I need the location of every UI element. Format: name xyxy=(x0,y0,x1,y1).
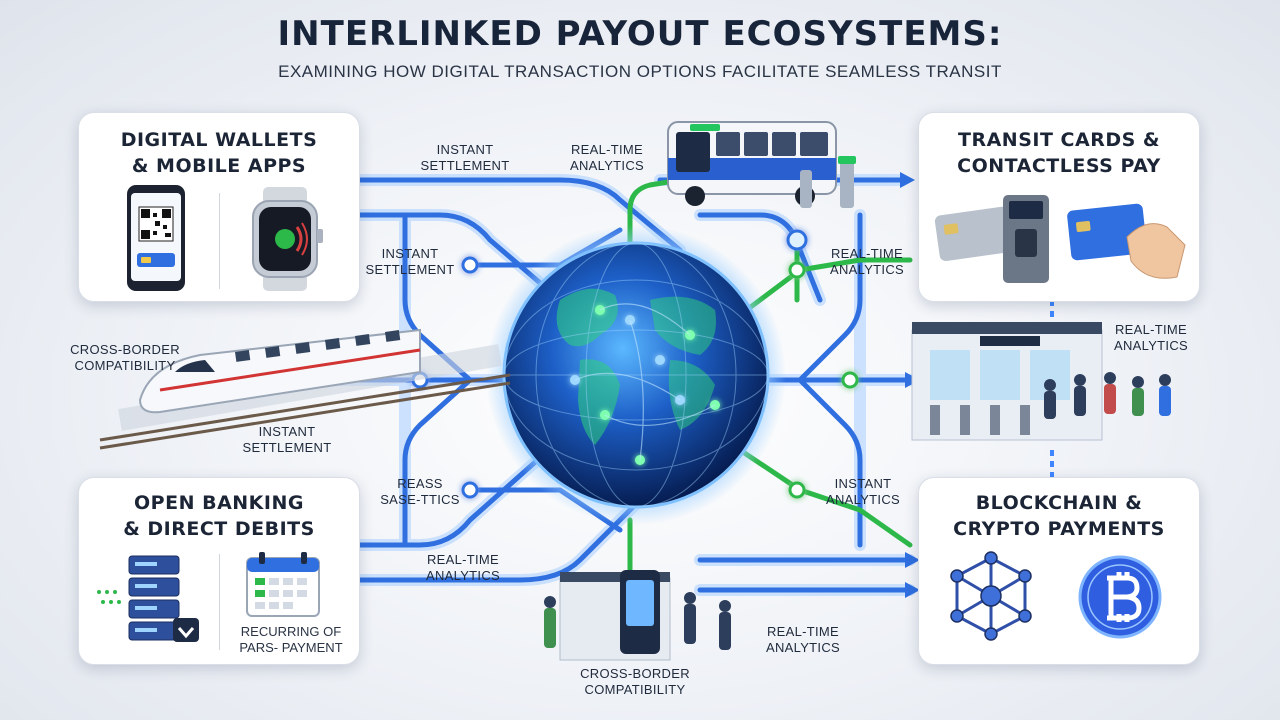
label-instant-settlement-mid: INSTANT SETTLEMENT xyxy=(345,246,475,278)
card-blockchain[interactable]: BLOCKCHAIN & CRYPTO PAYMENTS xyxy=(918,477,1200,665)
label-line: REAL-TIME xyxy=(426,552,500,567)
label-line: INSTANT xyxy=(258,424,316,439)
card-blockchain-title-2: CRYPTO PAYMENTS xyxy=(953,518,1165,540)
label-line: COMPATIBILITY xyxy=(74,358,176,373)
bus-illustration xyxy=(667,121,856,208)
label-line: REASS xyxy=(397,476,443,491)
label-realtime-lower-right: REAL-TIME ANALYTICS xyxy=(748,624,858,656)
blockchain-network-icon xyxy=(950,551,1032,641)
green-line-lower-right xyxy=(737,447,913,548)
contactless-card-hand-icon xyxy=(1067,203,1186,279)
line-right-vertical xyxy=(797,212,863,548)
label-realtime-lower-left: REAL-TIME ANALYTICS xyxy=(408,552,518,584)
label-line: ANALYTICS xyxy=(826,492,900,507)
server-stack-icon xyxy=(97,555,199,642)
card-open-banking-title-1: OPEN BANKING xyxy=(134,492,304,514)
label-line: INSTANT xyxy=(381,246,439,261)
label-instant-analytics: INSTANT ANALYTICS xyxy=(808,476,918,508)
label-line: ANALYTICS xyxy=(426,568,500,583)
transit-card-reader-icon xyxy=(934,195,1049,283)
card-transit-cards[interactable]: TRANSIT CARDS & CONTACTLESS PAY xyxy=(918,112,1200,302)
station-illustration xyxy=(911,322,1171,441)
label-line: SETTLEMENT xyxy=(242,440,332,455)
label-line: ANALYTICS xyxy=(766,640,840,655)
line-banking-upper xyxy=(355,437,563,548)
label-line: ANALYTICS xyxy=(1114,338,1188,353)
label-line: REAL-TIME xyxy=(570,142,644,157)
card-transit-cards-title-1: TRANSIT CARDS & xyxy=(958,129,1160,151)
line-banking-lower xyxy=(355,497,643,583)
label-realtime-right-upper: REAL-TIME ANALYTICS xyxy=(812,246,922,278)
line-wallets-top xyxy=(355,177,683,253)
arrow-top-right xyxy=(900,172,915,188)
label-line: SETTLEMENT xyxy=(420,158,510,173)
card-divider xyxy=(219,554,220,650)
label-cross-border-left: CROSS-BORDER COMPATIBILITY xyxy=(60,342,190,374)
label-line: SETTLEMENT xyxy=(365,262,455,277)
page-title: INTERLINKED PAYOUT ECOSYSTEMS: xyxy=(277,14,1003,54)
label-realtime-top: REAL-TIME ANALYTICS xyxy=(552,142,662,174)
line-wallets-mid xyxy=(355,212,563,303)
label-instant-settlement-low: INSTANT SETTLEMENT xyxy=(222,424,352,456)
label-line: REAL-TIME xyxy=(766,624,840,639)
label-line: REAL-TIME xyxy=(1114,322,1188,337)
label-line: COMPATIBILITY xyxy=(584,682,686,697)
card-open-banking[interactable]: OPEN BANKING & DIRECT DEBITS RECURRING O… xyxy=(78,477,360,665)
card-digital-wallets-title-1: DIGITAL WALLETS xyxy=(120,129,318,151)
label-line: ANALYTICS xyxy=(830,262,904,277)
arrow-crypto-1 xyxy=(905,552,920,568)
recurring-payment-label-2: PARS- PAYMENT xyxy=(239,640,343,655)
label-line: ANALYTICS xyxy=(570,158,644,173)
label-realtime-station: REAL-TIME ANALYTICS xyxy=(1096,322,1206,354)
arrow-crypto-2 xyxy=(905,582,920,598)
label-line: CROSS-BORDER xyxy=(70,342,180,357)
label-instant-settlement-top: INSTANT SETTLEMENT xyxy=(400,142,530,174)
label-line: CROSS-BORDER xyxy=(580,666,690,681)
smartwatch-icon xyxy=(252,187,323,291)
label-line: INSTANT xyxy=(834,476,892,491)
label-line: REAL-TIME xyxy=(830,246,904,261)
label-cross-border-bottom: CROSS-BORDER COMPATIBILITY xyxy=(565,666,705,698)
page-subtitle: EXAMINING HOW DIGITAL TRANSACTION OPTION… xyxy=(278,62,1002,81)
label-line: INSTANT xyxy=(436,142,494,157)
smartphone-qr-icon xyxy=(127,185,185,291)
globe xyxy=(486,225,786,525)
kiosk-illustration xyxy=(544,570,731,661)
recurring-payment-label-1: RECURRING OF xyxy=(240,624,342,639)
card-digital-wallets[interactable]: DIGITAL WALLETS & MOBILE APPS xyxy=(78,112,360,302)
card-blockchain-title-1: BLOCKCHAIN & xyxy=(975,492,1143,514)
card-divider xyxy=(219,193,220,289)
card-digital-wallets-title-2: & MOBILE APPS xyxy=(131,155,307,177)
card-open-banking-title-2: & DIRECT DEBITS xyxy=(123,518,315,540)
train-illustration xyxy=(99,328,511,450)
card-transit-cards-title-2: CONTACTLESS PAY xyxy=(957,155,1161,177)
label-reass: REASS SASE-TTICS xyxy=(360,476,480,508)
label-line: SASE-TTICS xyxy=(380,492,460,507)
calendar-icon xyxy=(246,552,320,617)
bitcoin-icon xyxy=(1078,555,1162,639)
